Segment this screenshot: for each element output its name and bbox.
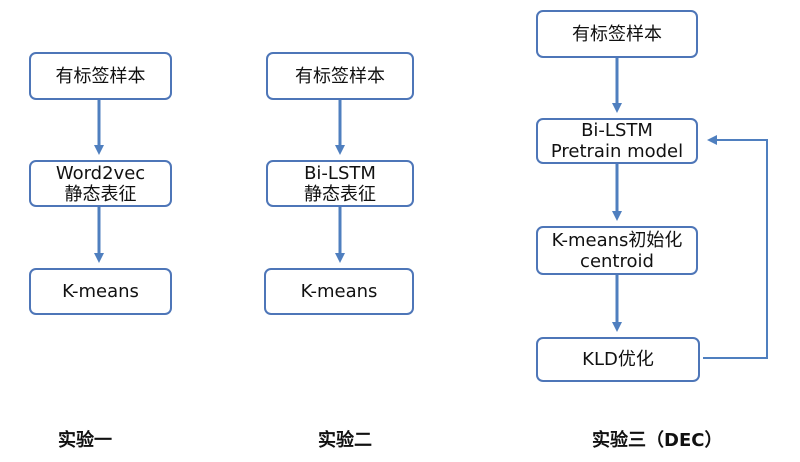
- exp1-node-word2vec-line2: 静态表征: [64, 183, 137, 205]
- exp1-node-samples-label: 有标签样本: [55, 65, 146, 87]
- exp1-node-kmeans-label: K-means: [62, 281, 139, 302]
- exp1-node-word2vec-line1: Word2vec: [55, 162, 146, 184]
- exp2-node-bilstm: Bi-LSTM 静态表征: [266, 160, 414, 207]
- exp3-node-pretrain-line2: Pretrain model: [550, 141, 684, 162]
- exp3-node-kmeans-init-line1: K-means初始化: [551, 229, 683, 251]
- feedback-arrow: [703, 135, 768, 359]
- exp3-node-kld-label: KLD优化: [582, 349, 654, 370]
- exp1-node-word2vec: Word2vec 静态表征: [29, 160, 172, 207]
- exp2-node-bilstm-line2: 静态表征: [304, 183, 376, 205]
- exp2-node-samples-label: 有标签样本: [295, 65, 385, 87]
- exp2-node-kmeans-label: K-means: [300, 281, 378, 302]
- exp3-caption: 实验三（DEC）: [592, 430, 723, 451]
- exp1-node-kmeans: K-means: [29, 268, 172, 315]
- exp1-caption: 实验一: [58, 430, 112, 451]
- exp3-node-pretrain-line1: Bi-LSTM: [581, 120, 653, 141]
- exp1-node-samples: 有标签样本: [29, 52, 172, 100]
- exp2-caption: 实验二: [318, 430, 372, 451]
- exp3-node-kmeans-init-line2: centroid: [580, 250, 654, 272]
- exp3-node-samples-label: 有标签样本: [572, 23, 662, 45]
- exp2-node-samples: 有标签样本: [266, 52, 414, 100]
- exp2-node-bilstm-line1: Bi-LSTM: [304, 162, 376, 184]
- exp3-node-samples: 有标签样本: [536, 10, 698, 58]
- exp3-node-pretrain: Bi-LSTM Pretrain model: [536, 118, 698, 164]
- exp3-node-kld: KLD优化: [536, 337, 700, 382]
- exp3-node-kmeans-init: K-means初始化 centroid: [536, 226, 698, 275]
- exp2-node-kmeans: K-means: [264, 268, 414, 315]
